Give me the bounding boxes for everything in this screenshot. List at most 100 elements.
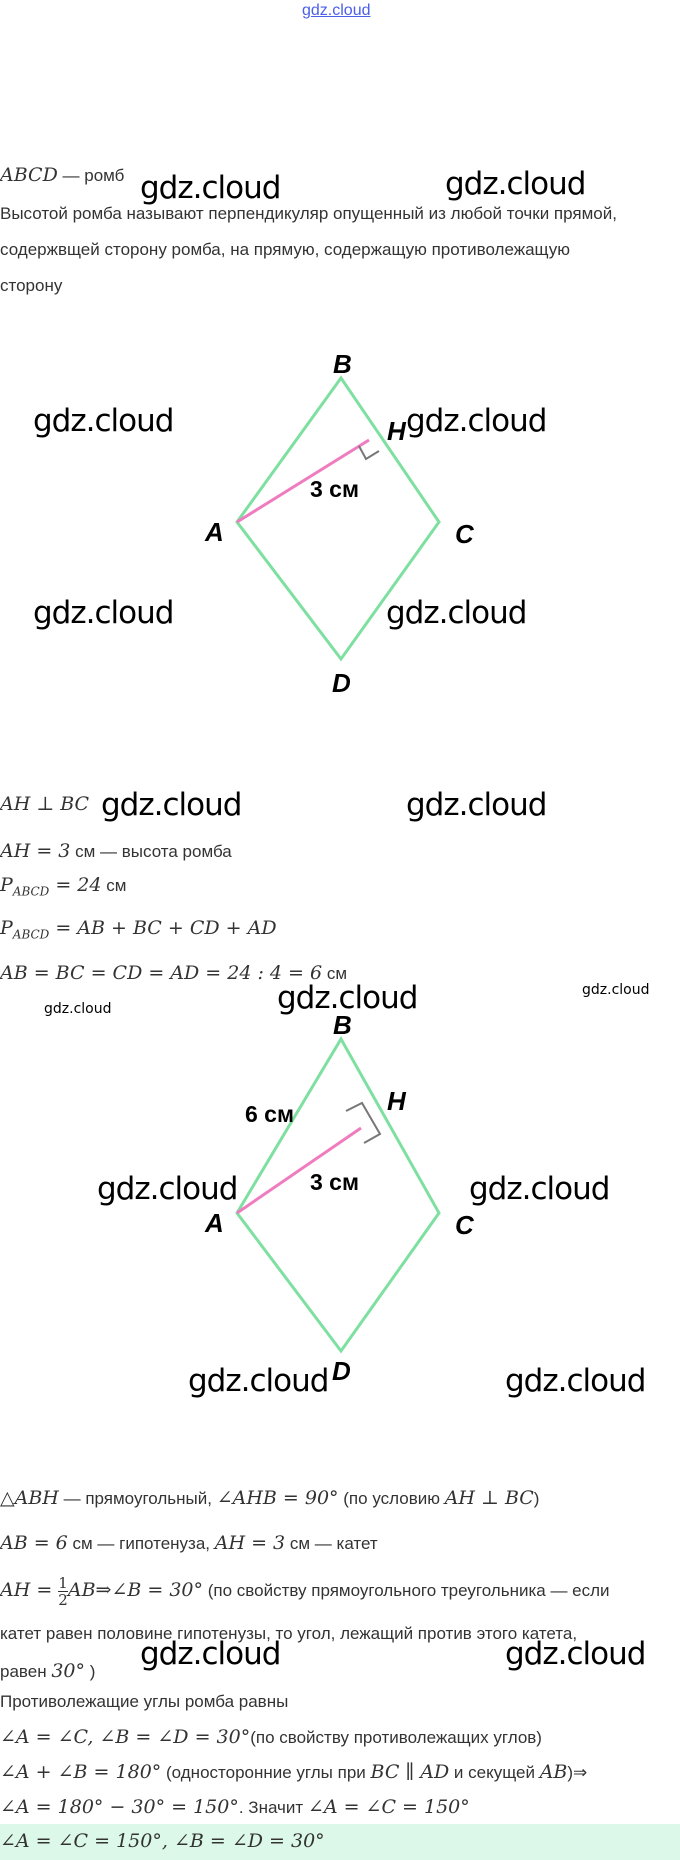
math-sub: ABCD (12, 927, 50, 942)
math: AB = 6 (0, 1532, 68, 1554)
math: = 24 (49, 874, 102, 896)
intro-line-3: содержвщей сторону ромба, на прямую, сод… (0, 240, 570, 259)
math: 30° (51, 1660, 86, 1682)
watermark: gdz.cloud (469, 1171, 610, 1207)
mid-line-1: AH ⊥ BC (0, 793, 89, 815)
watermark: gdz.cloud (140, 1636, 281, 1672)
right-angle-mark (358, 445, 380, 461)
math: AH = 3 (0, 840, 71, 862)
label-a: A (204, 1208, 224, 1238)
right-angle-mark (345, 1101, 382, 1144)
watermark: gdz.cloud (505, 1363, 646, 1399)
text: и секущей (449, 1763, 540, 1782)
height-ah (236, 438, 370, 524)
math: P (0, 917, 13, 939)
math: AH = (0, 1579, 59, 1601)
label-a: A (204, 517, 224, 547)
math: AH = 3 (214, 1532, 286, 1554)
math: △ABH (0, 1487, 59, 1509)
text: (по свойству противолежащих углов) (250, 1728, 542, 1747)
watermark: gdz.cloud (406, 787, 547, 823)
label-d: D (332, 1356, 351, 1380)
label-ab-length: 6 см (245, 1101, 294, 1127)
text: (односторонние углы при (161, 1763, 371, 1782)
text: ) (533, 1489, 540, 1508)
text: см (101, 876, 127, 895)
sol-line-9: ∠A = 180° − 30° = 150°. Значит ∠A = ∠C =… (0, 1796, 470, 1818)
label-h: H (387, 1086, 407, 1116)
text: равен (0, 1662, 52, 1681)
text: см — высота ромба (70, 842, 232, 861)
math: ∠AHB = 90° (216, 1487, 339, 1509)
math: = AB + BC + CD + AD (49, 917, 277, 939)
watermark: gdz.cloud (406, 403, 547, 439)
math: AH ⊥ BC (0, 793, 90, 815)
rhombus-diagram-2: B H A C D 6 см 3 см (204, 1010, 475, 1380)
math: ∠A = 180° − 30° = 150° (0, 1796, 239, 1818)
text: — прямоугольный, (58, 1489, 217, 1508)
text: . Значит (238, 1798, 308, 1817)
watermark: gdz.cloud (277, 980, 418, 1016)
watermark: gdz.cloud (445, 166, 586, 202)
math-sub: ABCD (12, 884, 50, 899)
label-ah-length: 3 см (310, 1169, 359, 1195)
watermark: gdz.cloud (97, 1171, 238, 1207)
mid-line-2: AH = 3 см — высота ромба (0, 840, 232, 862)
label-d: D (332, 668, 351, 698)
math: AH ⊥ BC (444, 1487, 534, 1509)
watermark: gdz.cloud (33, 595, 174, 631)
text: см (322, 964, 348, 983)
numerator: 1 (58, 1574, 68, 1593)
text: см — гипотенуза, (67, 1534, 215, 1553)
watermark: gdz.cloud (505, 1636, 646, 1672)
watermark-small: gdz.cloud (44, 1001, 112, 1017)
sol-line-2: AB = 6 см — гипотенуза, AH = 3 см — кате… (0, 1532, 378, 1554)
sol-line-5: равен 30° ) (0, 1660, 95, 1682)
sol-line-1: △ABH — прямоугольный, ∠AHB = 90° (по усл… (0, 1487, 539, 1509)
label-b: B (333, 1010, 352, 1040)
math: ∠A = ∠C, ∠B = ∠D = 30° (0, 1726, 251, 1748)
watermark-small: gdz.cloud (582, 982, 650, 998)
label-ah-length: 3 см (310, 476, 359, 502)
rhombus-diagram-1: B H A C D 3 см (204, 349, 475, 698)
text: ) (85, 1662, 96, 1681)
mid-line-4: PABCD = AB + BC + CD + AD (0, 917, 277, 941)
text: (по свойству прямоугольного треугольника… (203, 1581, 610, 1600)
label-c: C (455, 1210, 475, 1240)
sol-line-6: Противолежащие углы ромба равны (0, 1692, 289, 1711)
math: P (0, 874, 13, 896)
text: см — катет (285, 1534, 378, 1553)
answer: ∠A = ∠C = 150°, ∠B = ∠D = 30° (0, 1830, 325, 1852)
rhombus (235, 1036, 441, 1354)
math: ∠A + ∠B = 180° (0, 1761, 162, 1783)
text: (по условию (338, 1489, 445, 1508)
mid-line-3: PABCD = 24 см (0, 874, 126, 898)
math: BC ∥ AD (370, 1761, 450, 1783)
label-b: B (333, 349, 352, 379)
watermark: gdz.cloud (101, 787, 242, 823)
denominator: 2 (58, 1591, 68, 1610)
watermark: gdz.cloud (33, 403, 174, 439)
math: ABCD (0, 164, 58, 186)
math: AB⇒∠B = 30° (67, 1579, 204, 1601)
height-ah (236, 1126, 362, 1215)
watermark: gdz.cloud (188, 1363, 329, 1399)
math: ∠A = ∠C = 150° (307, 1796, 470, 1818)
label-c: C (455, 519, 475, 549)
watermark: gdz.cloud (140, 170, 281, 206)
label-h: H (387, 416, 407, 446)
intro-line-1: ABCD — ромб (0, 164, 124, 186)
sol-line-7: ∠A = ∠C, ∠B = ∠D = 30°(по свойству проти… (0, 1726, 542, 1748)
intro-line-4: сторону (0, 276, 63, 295)
intro-line-2: Высотой ромба называют перпендикуляр опу… (0, 204, 617, 223)
sol-line-8: ∠A + ∠B = 180° (односторонние углы при B… (0, 1761, 587, 1783)
text: — ромб (57, 166, 125, 185)
math: AB = BC = CD = AD = 24 : 4 = 6 (0, 962, 323, 984)
gdz-link[interactable]: gdz.cloud (302, 2, 371, 19)
sol-line-4: катет равен половине гипотенузы, то угол… (0, 1624, 578, 1643)
mid-line-5: AB = BC = CD = AD = 24 : 4 = 6 см (0, 962, 347, 984)
answer-line: ∠A = ∠C = 150°, ∠B = ∠D = 30° (0, 1830, 325, 1852)
watermark: gdz.cloud (386, 595, 527, 631)
